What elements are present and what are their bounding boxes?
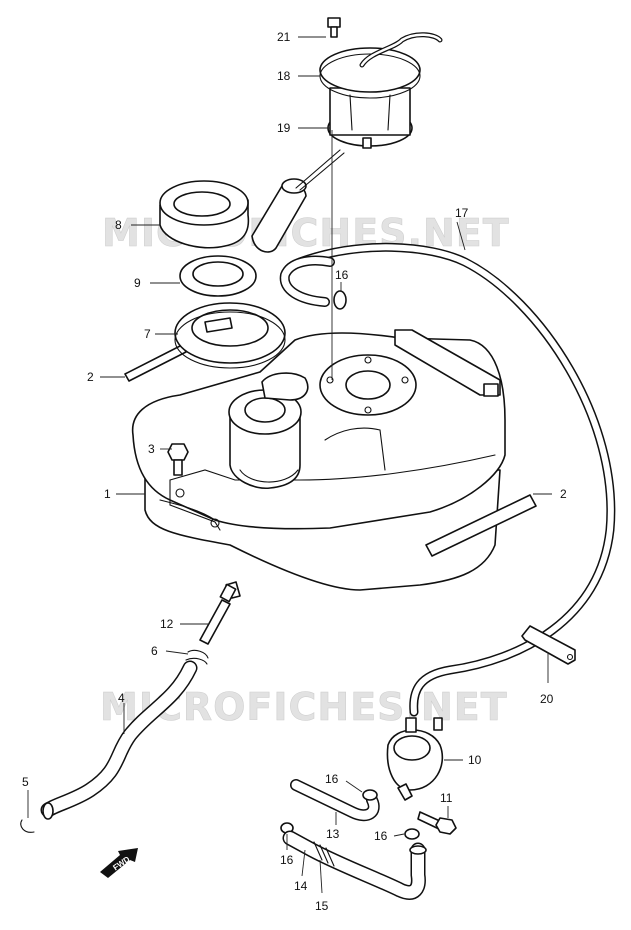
callout-20: 20 — [540, 692, 554, 706]
callout-2: 2 — [87, 370, 94, 384]
gasket-7-part[interactable] — [174, 302, 286, 369]
callout-16: 16 — [335, 268, 349, 282]
callout-19: 19 — [277, 121, 291, 135]
callout-21: 21 — [277, 30, 291, 44]
callout-17: 17 — [455, 206, 469, 220]
callout-13: 13 — [326, 827, 340, 841]
leader-lines — [27, 36, 552, 894]
fuel-hose-4-part[interactable] — [40, 660, 198, 820]
bolt-11-part[interactable] — [417, 811, 457, 835]
callout-1: 1 — [104, 487, 111, 501]
callout-8: 8 — [115, 218, 122, 232]
callout-6: 6 — [151, 644, 158, 658]
callout-9: 9 — [134, 276, 141, 290]
clamp-16-right-part[interactable] — [404, 828, 420, 840]
callout-4: 4 — [118, 691, 125, 705]
clamp-16-mid-part[interactable] — [362, 789, 378, 801]
hose-15-part[interactable] — [282, 830, 427, 900]
callout-16: 16 — [374, 829, 388, 843]
rubber-strip-lower-part[interactable] — [425, 494, 537, 557]
clamp-5-part[interactable] — [20, 819, 35, 833]
clamp-16-upper-part[interactable] — [333, 290, 347, 310]
cushion-8-part[interactable] — [159, 180, 250, 249]
callout-16: 16 — [280, 853, 294, 867]
callout-16: 16 — [325, 772, 339, 786]
fitting-12-part[interactable] — [199, 583, 237, 645]
rubber-strip-upper-part[interactable] — [124, 344, 187, 382]
forward-direction-arrow-icon: FWD — [100, 848, 138, 878]
callout-12: 12 — [160, 617, 174, 631]
callout-2: 2 — [560, 487, 567, 501]
callout-3: 3 — [148, 442, 155, 456]
fuel-valve-10-part[interactable] — [386, 717, 444, 801]
callout-5: 5 — [22, 775, 29, 789]
callout-18: 18 — [277, 69, 291, 83]
breather-hose-part[interactable] — [295, 242, 616, 717]
callout-11: 11 — [440, 791, 453, 805]
fuel-pump-18-part[interactable] — [319, 32, 443, 136]
clip-6-part[interactable] — [185, 649, 209, 665]
screw-21-part[interactable] — [327, 17, 341, 38]
callout-10: 10 — [468, 753, 482, 767]
bolt-3-part[interactable] — [167, 443, 189, 476]
callout-labels: 21 18 19 8 17 16 9 7 2 3 1 2 12 6 20 4 1… — [22, 30, 567, 913]
callout-7: 7 — [144, 327, 151, 341]
callout-15: 15 — [315, 899, 329, 913]
short-hose-part[interactable] — [279, 255, 335, 307]
ring-9-part[interactable] — [179, 255, 257, 297]
fuel-tank-part[interactable] — [131, 329, 506, 599]
fuel-gauge-float-part[interactable] — [251, 149, 345, 253]
hose-13-part[interactable] — [290, 779, 380, 822]
bracket-20-part[interactable] — [521, 625, 576, 665]
callout-14: 14 — [294, 879, 308, 893]
